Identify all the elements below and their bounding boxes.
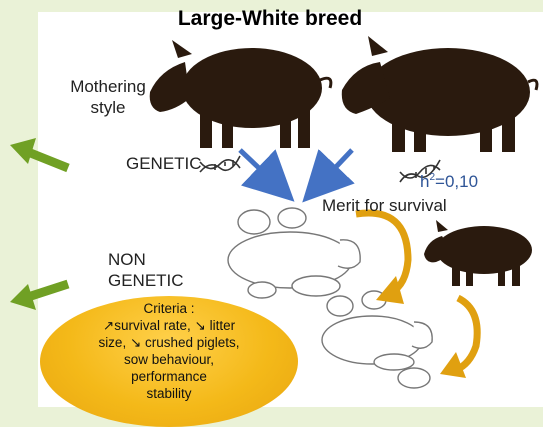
heritability-value: h2=0,10: [420, 172, 478, 192]
mothering-line-2: style: [52, 97, 164, 118]
merit-for-survival-label: Merit for survival: [322, 196, 447, 216]
heritability-number: =0,10: [435, 172, 478, 191]
criteria-line: Criteria :: [40, 300, 298, 317]
criteria-line: sow behaviour,: [40, 351, 298, 368]
sow-with-piglets-sketch: [228, 208, 360, 298]
sow-with-piglets-sketch-lower: [322, 291, 432, 388]
young-pig-silhouette-icon: [424, 220, 532, 286]
diagram-title: Large-White breed: [140, 7, 400, 31]
non-genetic-line-1: NON: [108, 249, 184, 270]
green-arrow-upper-icon: [10, 138, 68, 168]
criteria-line: ↗survival rate, ↘ litter: [40, 317, 298, 334]
boar-silhouette-icon: [342, 36, 537, 152]
dna-icon: [200, 156, 240, 172]
blue-arrow-merit: [316, 150, 352, 188]
blue-arrow-genetic: [240, 150, 280, 188]
criteria-bubble: Criteria : ↗survival rate, ↘ litter size…: [40, 296, 298, 427]
non-genetic-line-2: GENETIC: [108, 270, 184, 291]
criteria-line: stability: [40, 385, 298, 402]
criteria-line: size, ↘ crushed piglets,: [40, 334, 298, 351]
orange-arrow-lower: [440, 298, 477, 378]
mothering-style-label: Mothering style: [52, 76, 164, 118]
sow-silhouette-icon: [150, 40, 331, 148]
mothering-line-1: Mothering: [52, 76, 164, 97]
criteria-line: performance: [40, 368, 298, 385]
orange-arrow-upper: [356, 213, 408, 304]
non-genetic-label: NON GENETIC: [108, 249, 184, 291]
genetic-label: GENETIC: [126, 153, 202, 174]
